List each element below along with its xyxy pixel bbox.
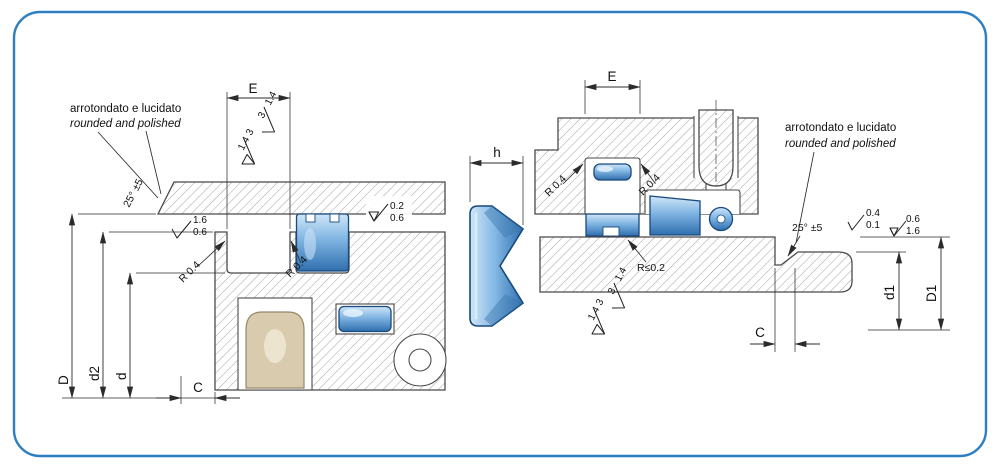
radius-leader	[196, 240, 226, 268]
dim-label-E: E	[248, 81, 257, 96]
roughness-icon	[261, 106, 276, 133]
radius-leader	[640, 163, 656, 184]
dim-label-C: C	[755, 325, 765, 340]
seal-lip-notch	[602, 226, 620, 237]
roughness-value: 3	[244, 127, 257, 137]
plug-bore-walls	[693, 116, 739, 178]
left-dim-d: d	[114, 272, 225, 399]
roughness-value: 3	[606, 286, 619, 296]
backup-ring	[649, 195, 701, 236]
energizer-oring	[593, 163, 632, 181]
roughness-triangle-icon	[368, 211, 380, 222]
roughness-value: 3	[594, 297, 607, 307]
dim-label-D: D	[56, 375, 71, 385]
backup-groove-outline	[644, 189, 741, 214]
dim-label-E: E	[607, 69, 616, 84]
left-dim-D: D	[56, 213, 156, 399]
radius-label: R≤0.2	[637, 262, 665, 274]
right-note-english: rounded and polished	[785, 138, 896, 150]
dim-label-d: d	[114, 372, 129, 380]
roughness-triangle-icon	[591, 323, 606, 335]
right-note-italian: arrotondato e lucidato	[785, 122, 896, 134]
right-dim-d1: d1	[856, 251, 906, 331]
left-dim-C: C	[62, 376, 240, 404]
roughness-value: 1.6	[193, 215, 207, 226]
left-note-english: rounded and polished	[70, 118, 181, 130]
right-dim-D1: D1	[860, 236, 950, 331]
left-dim-d2: d2	[87, 231, 213, 399]
left-note-leader-1	[97, 131, 159, 199]
roughness-icon	[611, 282, 626, 309]
roughness-value: 0.4	[866, 208, 880, 219]
roughness-triangle-icon	[241, 153, 256, 165]
roughness-triangle-icon	[889, 227, 899, 237]
profile-dim-h: h	[469, 145, 524, 225]
roughness-icon	[847, 214, 865, 231]
seal-profile-view: h	[469, 145, 525, 327]
seal-lip-notch-2	[329, 213, 340, 223]
chamfer-leader	[787, 235, 801, 257]
dim-label-C: C	[193, 380, 203, 395]
bolt-highlight	[264, 329, 286, 363]
seal-highlight	[304, 228, 316, 260]
rod-radius-callout: R≤0.2	[627, 239, 665, 274]
right-chamfer-angle-label: 25° ±5	[792, 222, 823, 234]
roughness-value: 0.6	[906, 214, 920, 225]
radius-leader	[290, 240, 302, 264]
dim-label-h: h	[493, 145, 501, 160]
lower-seal-highlight	[343, 309, 363, 317]
roller-outer	[393, 333, 447, 387]
right-finish-end-b: 0.6 1.6	[889, 214, 920, 237]
roughness-value: 0.1	[866, 220, 880, 231]
seal-lip-notch-1	[305, 213, 316, 223]
right-dim-C: C	[750, 268, 820, 352]
seal-profile-shade-bottom	[484, 294, 523, 326]
oring-center	[716, 214, 726, 224]
right-finish-end-a: 0.4 0.1	[847, 208, 880, 231]
rod-section	[539, 236, 853, 293]
left-note-leader-2	[145, 130, 162, 195]
seal-profile-shade-top	[484, 206, 523, 238]
dim-label-d2: d2	[87, 366, 102, 381]
left-dim-E: E	[226, 81, 291, 229]
radius-leader	[562, 163, 584, 185]
roughness-value: 0.2	[390, 201, 404, 212]
dim-label-D1: D1	[924, 285, 939, 302]
left-view: arrotondato e lucidato rounded and polis…	[56, 81, 447, 404]
right-note-leader	[795, 151, 815, 244]
seal-groove-outline	[584, 157, 641, 214]
dim-label-d1: d1	[882, 285, 897, 300]
roughness-value: 3	[256, 110, 269, 120]
roughness-value: 1.6	[906, 226, 920, 237]
seal-profile	[469, 205, 525, 327]
roughness-value: 0.6	[193, 227, 207, 238]
right-view: E R 0.4 R 0.4 R≤0.2 arrotondato e lucida…	[534, 69, 950, 352]
roller-inner	[408, 348, 432, 372]
left-note-italian: arrotondato e lucidato	[70, 103, 181, 115]
energizer-highlight	[597, 166, 613, 172]
left-finish-surface: 0.2 0.6	[366, 196, 412, 229]
roughness-value: 0.6	[390, 213, 404, 224]
radius-leader	[627, 239, 647, 263]
right-dim-E: E	[584, 69, 641, 114]
